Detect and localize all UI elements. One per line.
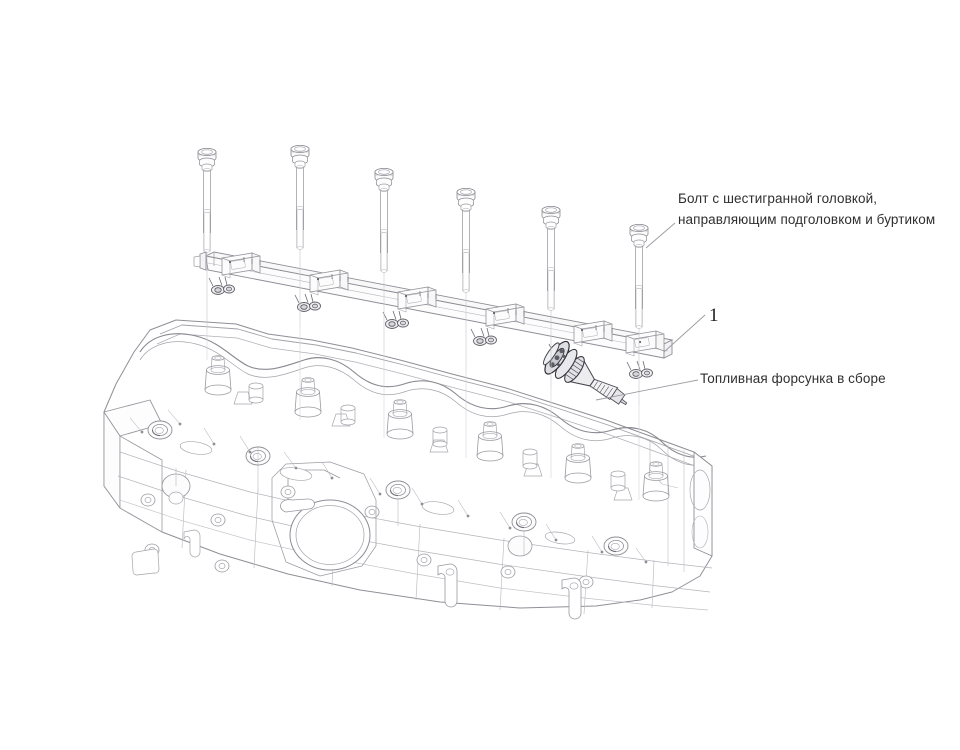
- injector-sleeves-on-head: [204, 355, 670, 502]
- callout-bolt-label: Болт с шестигранной головкой, направляющ…: [678, 188, 935, 230]
- head-bolt: [456, 187, 476, 371]
- fuel-injector-assembly: [542, 340, 628, 406]
- leader-index-1: [663, 314, 706, 353]
- callout-bolt-line2: направляющим подголовком и буртиком: [678, 212, 936, 227]
- callout-injector-label: Топливная форсунка в сборе: [700, 371, 886, 386]
- leader-bolt: [645, 222, 676, 249]
- cylinder-head-body: [103, 319, 713, 620]
- callout-bolt-line1: Болт с шестигранной головкой,: [678, 191, 878, 206]
- leader-injector: [595, 379, 699, 401]
- head-bolt: [629, 223, 649, 407]
- bolt-projection-lines: [206, 327, 640, 500]
- callout-index-1: 1: [709, 305, 719, 326]
- head-bolt: [197, 147, 217, 331]
- leader-lines: [595, 222, 706, 401]
- fuel-rail: [193, 251, 674, 379]
- head-bolt: [290, 144, 310, 328]
